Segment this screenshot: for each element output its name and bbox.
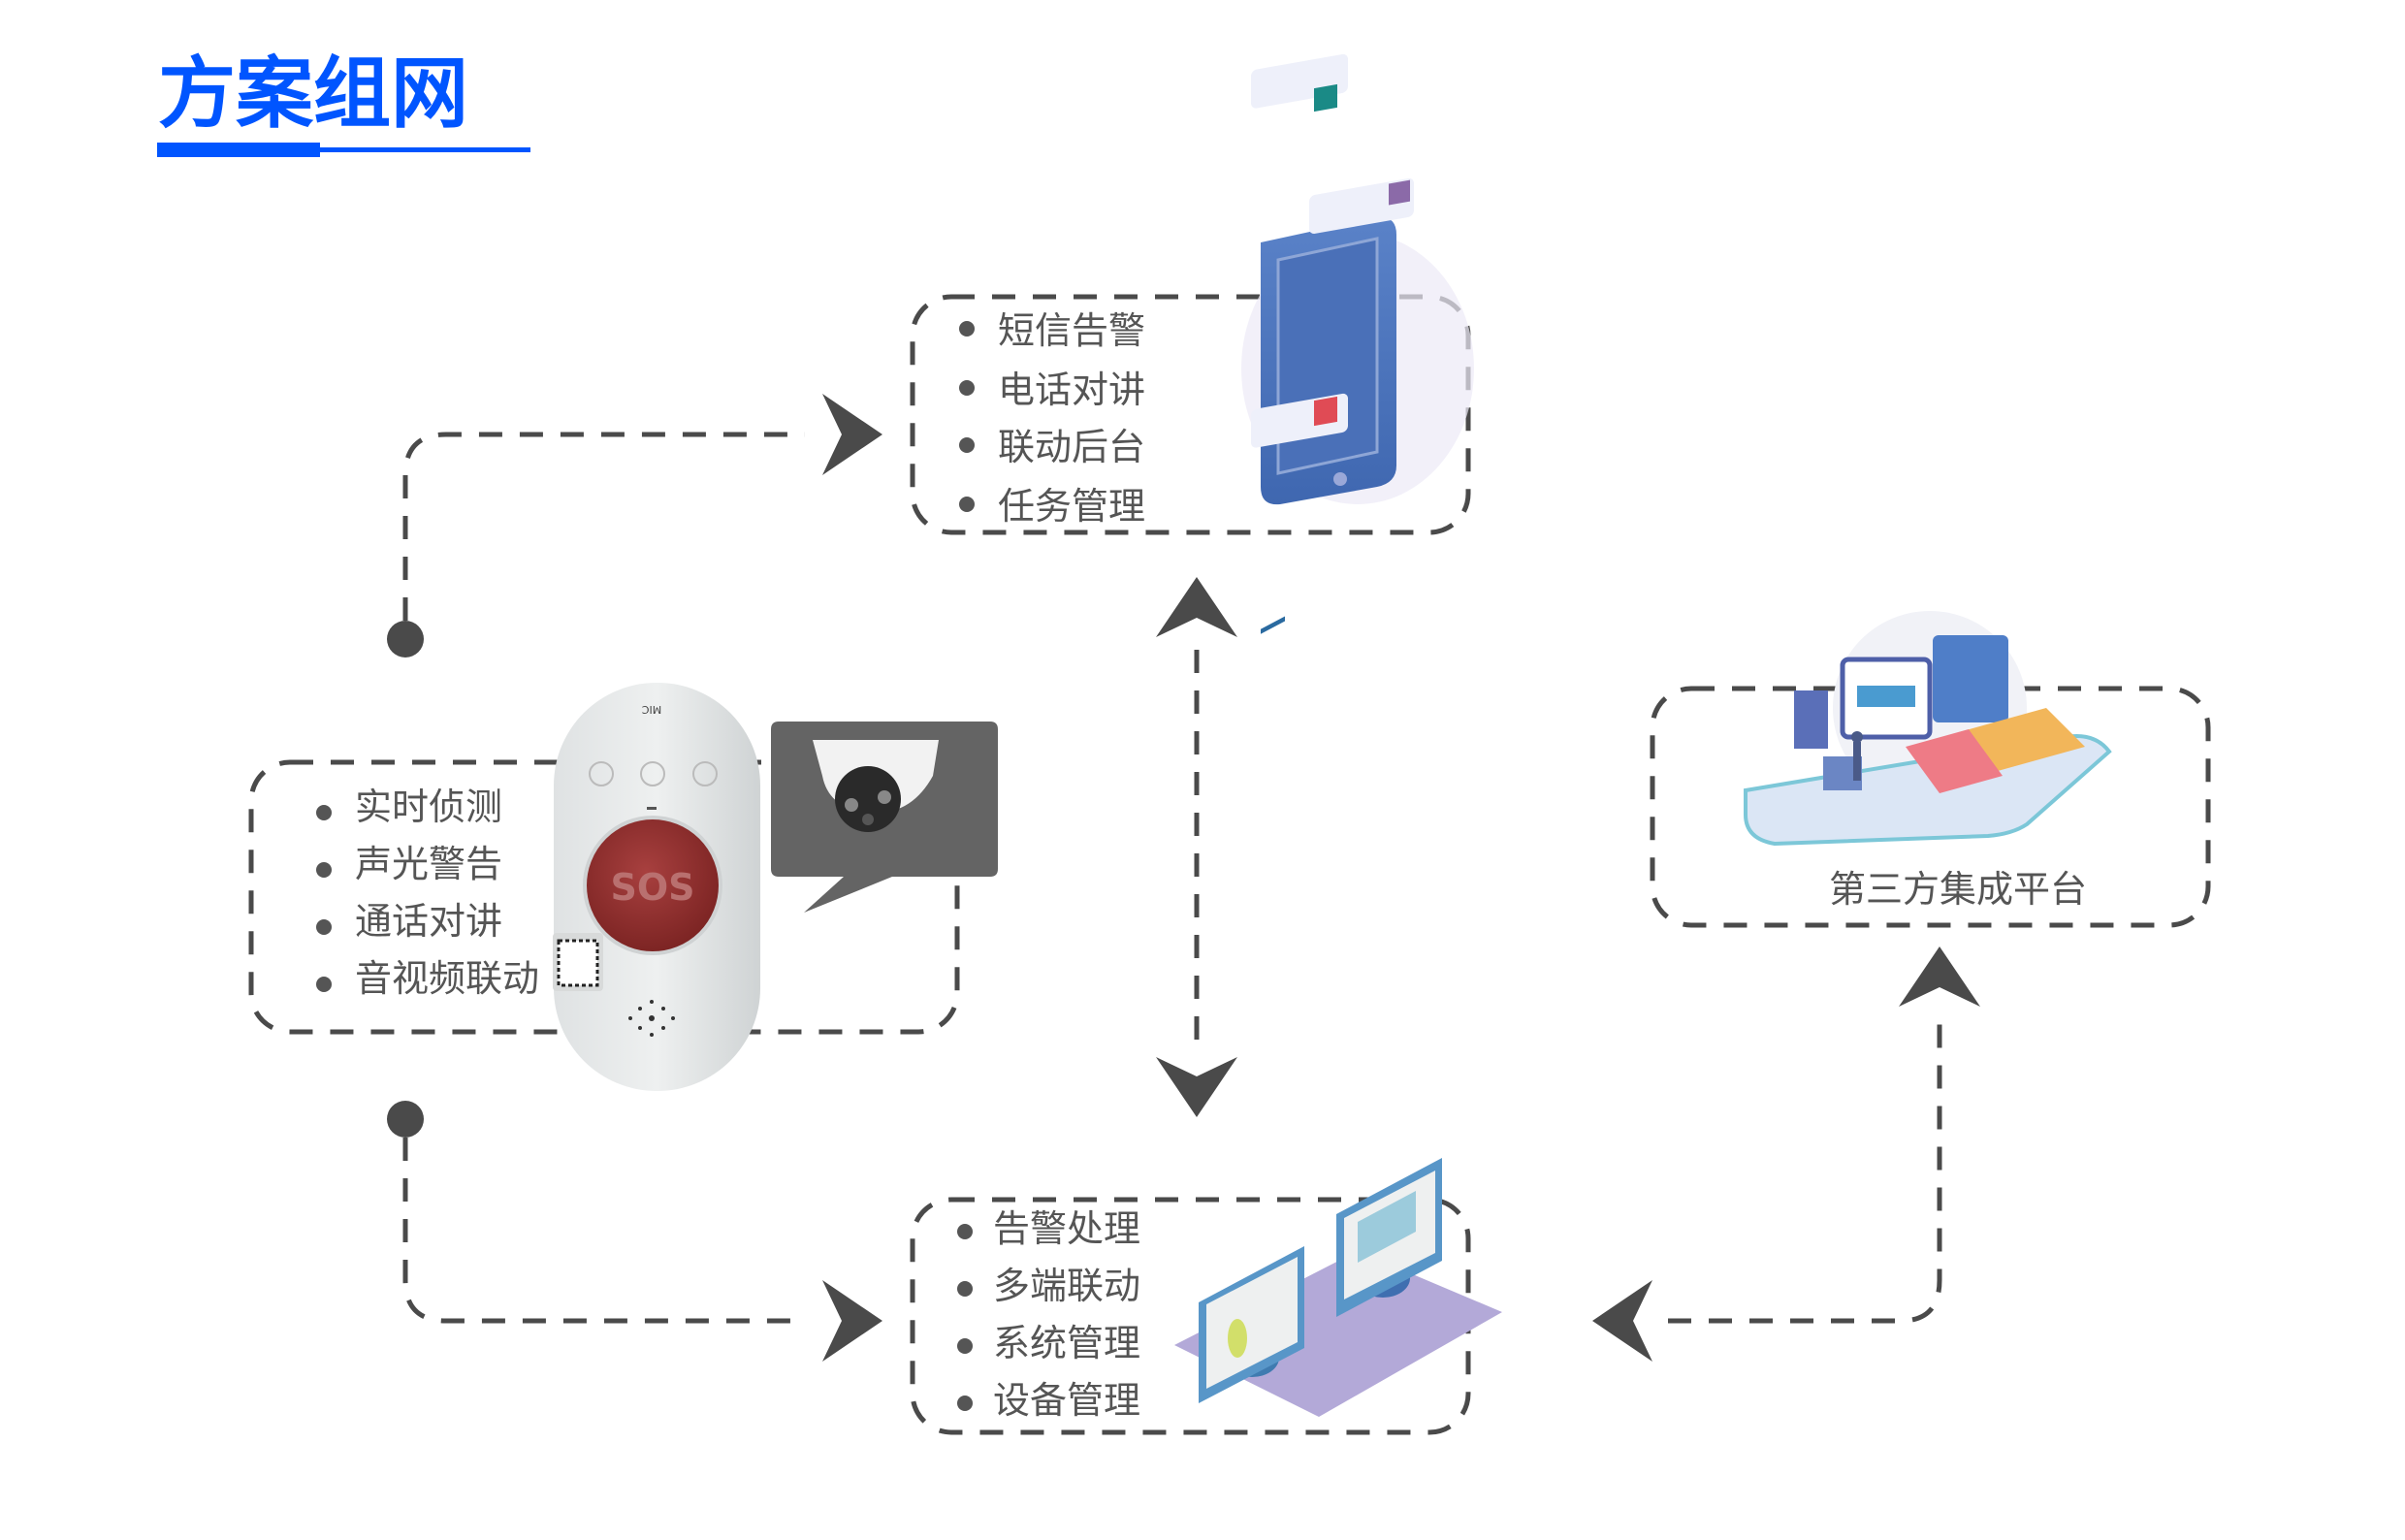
platform-label: 第三方集成平台 — [1829, 868, 2087, 911]
connectors — [387, 394, 1980, 1362]
feature-item: 联动后台 — [998, 426, 1145, 468]
feature-item: 电话对讲 — [998, 369, 1145, 411]
backend-node: 告警处理 多端联动 系统管理 设备管理 — [910, 616, 1502, 1435]
monitors-illustration — [1174, 616, 1502, 1417]
connector-device-to-app — [402, 432, 805, 621]
platform-node-frame — [1650, 686, 2211, 928]
feature-item: 音视频联动 — [355, 957, 539, 1000]
app-feature-list: 短信告警 电话对讲 联动后台 任务管理 — [959, 309, 1145, 528]
title-underline-line — [320, 147, 530, 152]
feature-item: 声光警告 — [355, 843, 502, 885]
device-node: 实时侦测 声光警告 通话对讲 音视频联动 MIC SOS — [248, 683, 998, 1091]
feature-item: 实时侦测 — [355, 786, 502, 828]
integration-platform-illustration — [1744, 611, 2112, 847]
arrow-up-icon — [1156, 577, 1237, 637]
sos-label: SOS — [610, 866, 694, 909]
page-title-group: 方案组网 — [157, 48, 530, 157]
feature-item: 多端联动 — [993, 1265, 1140, 1307]
feature-item: 任务管理 — [998, 485, 1145, 528]
connector-dot-bottom — [387, 1101, 424, 1138]
connector-backend-platform — [1668, 1023, 1942, 1324]
app-node: 短信告警 电话对讲 联动后台 任务管理 — [910, 53, 1474, 535]
title-underline-bar — [157, 143, 320, 157]
arrow-right-icon — [822, 394, 882, 475]
arrow-up-icon — [1899, 946, 1980, 1007]
connector-dot-top — [387, 621, 424, 658]
backend-feature-list: 告警处理 多端联动 系统管理 设备管理 — [957, 1207, 1140, 1422]
feature-item: 短信告警 — [998, 309, 1145, 352]
feature-item: 系统管理 — [993, 1322, 1140, 1364]
app-node-frame — [910, 294, 1471, 535]
device-node-frame — [248, 759, 960, 1035]
feature-item: 设备管理 — [993, 1379, 1140, 1422]
platform-node: 第三方集成平台 — [1650, 611, 2211, 928]
feature-item: 告警处理 — [993, 1207, 1140, 1250]
arrow-left-icon — [1592, 1280, 1652, 1362]
connector-device-to-backend — [402, 1138, 805, 1324]
sos-device-illustration: MIC SOS — [553, 683, 760, 1091]
smartphone-illustration — [1241, 53, 1474, 505]
page-title: 方案组网 — [158, 48, 468, 139]
device-feature-list: 实时侦测 声光警告 通话对讲 音视频联动 — [316, 786, 539, 1000]
arrow-right-icon — [822, 1280, 882, 1362]
dome-camera-illustration — [771, 722, 998, 913]
feature-item: 通话对讲 — [355, 900, 502, 943]
mic-label: MIC — [641, 703, 661, 716]
arrow-down-icon — [1156, 1057, 1237, 1117]
